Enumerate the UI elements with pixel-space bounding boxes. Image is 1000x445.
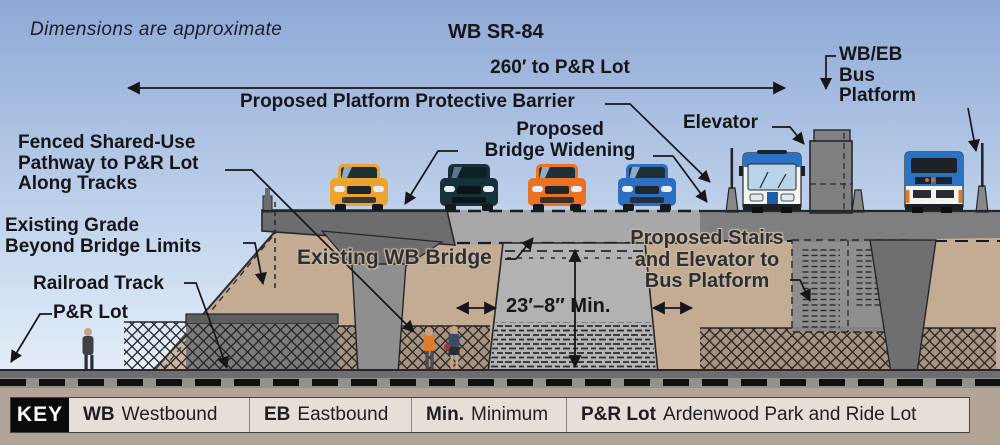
dimension-arrows [126,81,787,369]
highway-title: WB SR-84 [448,21,544,43]
center-pier [487,242,659,374]
elevator-tower [809,129,853,214]
ground-strip [0,369,1000,378]
retaining-wall [185,313,339,373]
label-elevator: Elevator [683,112,758,133]
key-definition: Eastbound [297,404,389,425]
label-railroad-track: Railroad Track [33,273,164,294]
car-teal-icon [440,164,498,211]
car-orange-icon [528,164,586,211]
railroad-track [0,378,1000,388]
key-definition: Minimum [471,404,549,425]
dimensions-note: Dimensions are approximate [30,19,283,40]
key-entry-wb: WB Westbound [69,398,250,432]
label-existing-grade: Existing Grade Beyond Bridge Limits [5,215,202,257]
key-entry-pr-lot: P&R Lot Ardenwood Park and Ride Lot [567,398,969,432]
key-definition: Ardenwood Park and Ride Lot [662,404,917,425]
car-yellow-icon [330,164,388,211]
label-pr-lot: P&R Lot [53,302,128,323]
key-abbr: P&R Lot [581,404,656,425]
key-legend: KEY WB Westbound EB Eastbound Min. Minim… [10,397,970,433]
label-fenced-pathway: Fenced Shared-Use Pathway to P&R Lot Alo… [18,132,199,195]
key-title: KEY [11,398,69,432]
car-blue-icon [618,164,676,211]
key-entry-eb: EB Eastbound [250,398,412,432]
bus-front-icon [739,150,805,213]
label-proposed-stairs: Proposed Stairs and Elevator to Bus Plat… [630,227,784,293]
label-bridge-widening: Proposed Bridge Widening [484,119,636,161]
chainlink-fence-left [124,321,186,373]
bus-rear-icon [904,151,964,213]
label-clearance-dimension: 23′–8″ Min. [506,295,611,317]
label-bus-platform: WB/EB Bus Platform [839,44,917,107]
key-abbr: Min. [426,404,464,425]
label-protective-barrier: Proposed Platform Protective Barrier [240,91,575,112]
leader-lines [10,55,980,369]
pedestrian-figure-woman [443,326,460,370]
label-existing-wb-bridge: Existing WB Bridge [297,246,492,269]
key-abbr: WB [83,404,115,425]
label-distance-dimension: 260′ to P&R Lot [490,57,630,78]
proposed-bridge-widening-deck [446,209,700,246]
platform-protective-barriers [262,143,989,213]
key-entry-min: Min. Minimum [412,398,567,432]
pedestrian-figure-pr-lot [82,328,94,370]
pedestrian-figure-worker [423,328,435,370]
existing-wb-bridge-deck [261,209,457,374]
key-abbr: EB [264,404,291,425]
chainlink-fence-right [700,327,996,373]
key-definition: Westbound [121,404,218,425]
